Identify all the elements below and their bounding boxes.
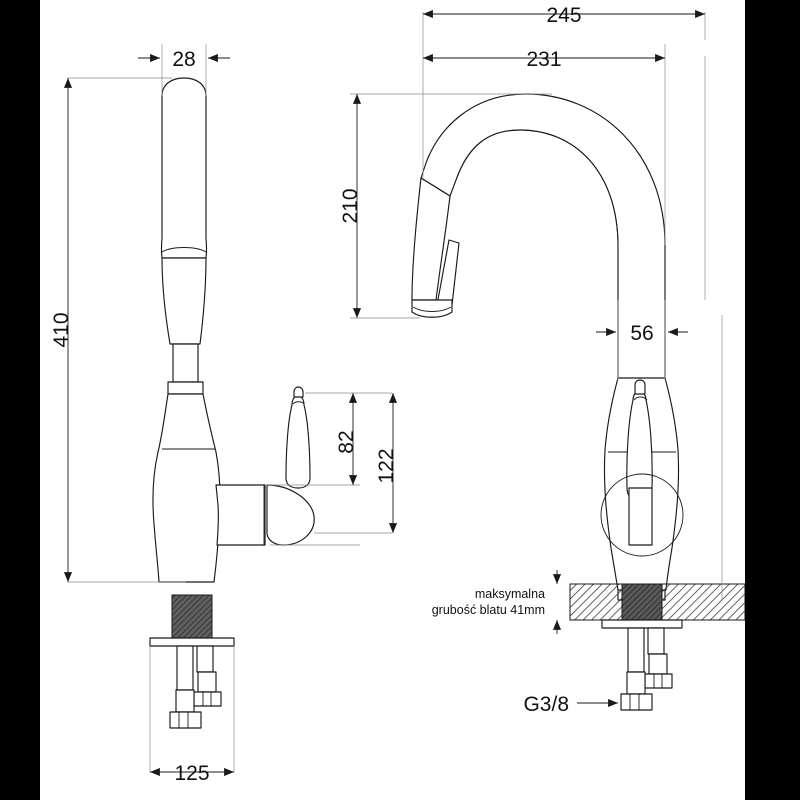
dimension-82: 82 [335,393,358,485]
side-shank-washer [601,619,683,629]
side-nut-left [620,693,653,711]
front-spout-seam [161,247,207,253]
front-nut-ribs [178,692,212,728]
side-pivot-ring [600,473,684,557]
front-supply-tube-left [176,645,194,691]
side-nut-right [644,673,673,689]
side-extension-lines [350,12,723,600]
front-threaded-shank [171,594,213,639]
front-lever-cam [266,484,315,546]
dimension-231-label: 231 [526,48,561,71]
side-sprayer-seam [420,177,451,197]
front-tube-left-lower [175,689,195,713]
dimension-82-label: 82 [335,430,358,453]
side-supply-tube-left [627,627,645,673]
drawing-canvas: 28 410 125 82 122 [40,0,745,800]
counter-note-line2: grubość blatu 41mm [432,603,545,617]
counter-note-line1: maksymalna [475,587,545,601]
dimension-231: 231 [423,48,665,71]
front-extension-lines [68,44,392,772]
front-lever-cap [292,401,305,405]
thread-leader: G3/8 [523,693,618,716]
side-sprayer-nozzle [411,299,453,318]
side-lever-shank [628,487,653,546]
thread-label: G3/8 [523,693,569,716]
dimension-410-label: 410 [50,312,73,347]
dimension-28-label: 28 [172,48,195,71]
dimension-125: 125 [150,762,234,785]
front-lever-stalk [285,395,311,489]
front-supply-tube-right [196,645,214,673]
dimension-245: 245 [423,4,705,27]
front-collar [167,381,204,395]
front-lever-tip [293,386,304,398]
dimension-122-label: 122 [375,448,398,483]
dimension-210: 210 [339,94,362,318]
front-spout-upper [160,77,208,259]
side-sprayer-nozzle-lip [412,306,452,312]
dimension-28: 28 [138,48,230,71]
side-view-group: 245 231 210 56 [339,4,745,716]
dimension-122: 122 [375,393,398,533]
dimension-56: 56 [596,322,688,345]
front-supply-tube-right-lower [197,671,217,693]
side-gooseneck-inner-seam [455,129,619,247]
dimension-56-label: 56 [630,322,653,345]
front-shaft [172,343,199,383]
front-body [152,393,221,583]
side-supply-tube-right [647,627,665,655]
dimension-125-label: 125 [174,762,209,785]
side-supply-tube-right-lower [648,653,668,675]
countertop-cut-shank [621,583,663,621]
side-nut-ribs [629,674,663,710]
side-tube-left-lower [626,671,646,695]
dimension-245-label: 245 [546,4,581,27]
side-lever-cap [633,396,648,401]
front-handle-arm [215,484,266,546]
front-nut-right [193,691,222,707]
technical-drawing-svg: 28 410 125 82 122 [50,4,745,785]
side-lever-tip [634,379,646,395]
front-shank-washer [149,637,235,647]
dimension-210-label: 210 [339,188,362,223]
dimension-410: 410 [50,78,73,582]
front-nut-left [169,711,202,729]
front-view-group: 28 410 125 82 122 [50,44,398,785]
front-spout-lower-taper [161,257,207,345]
